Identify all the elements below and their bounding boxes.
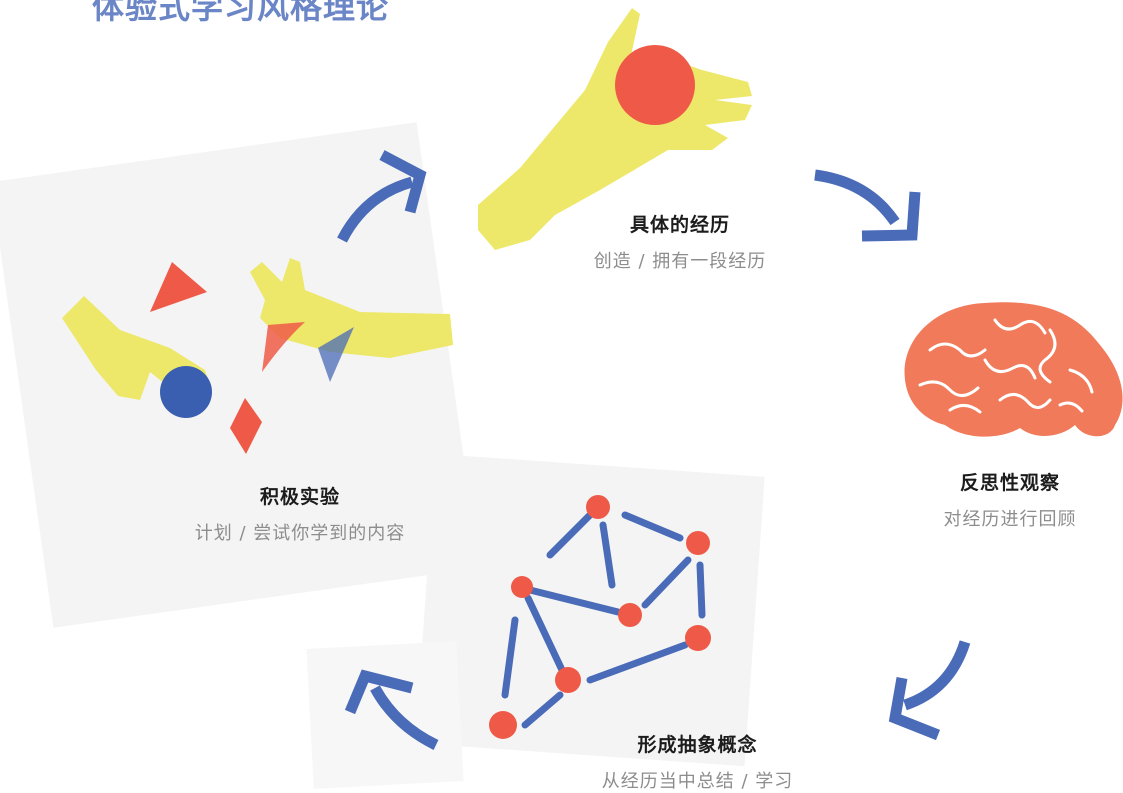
stage-concrete-experience: 具体的经历 创造 / 拥有一段经历 (555, 210, 805, 273)
network-icon (489, 495, 711, 739)
stage-active-experimentation: 积极实验 计划 / 尝试你学到的内容 (160, 482, 440, 545)
stage-abstract-conceptualization: 形成抽象概念 从经历当中总结 / 学习 (555, 730, 840, 793)
stage-subtitle: 创造 / 拥有一段经历 (593, 251, 767, 272)
arrow-to-abstract-icon (888, 640, 971, 741)
stage-reflective-observation: 反思性观察 对经历进行回顾 (890, 468, 1123, 531)
stage-title: 具体的经历 (629, 214, 730, 236)
stage-title: 反思性观察 (959, 472, 1060, 494)
stage-title: 积极实验 (259, 486, 340, 508)
brain-icon (904, 302, 1123, 437)
arrow-to-reflective-icon (814, 169, 921, 242)
stage-subtitle: 从经历当中总结 / 学习 (601, 771, 794, 792)
arrow-to-active-icon (344, 669, 439, 750)
hands-shapes-icon (62, 258, 453, 454)
stage-subtitle: 对经历进行回顾 (943, 509, 1077, 530)
stage-subtitle: 计划 / 尝试你学到的内容 (194, 523, 406, 544)
hand-holding-ball-icon (478, 8, 752, 250)
stage-title: 形成抽象概念 (637, 734, 758, 756)
arrow-to-concrete-icon (337, 150, 427, 243)
page-title: 体验式学习风格理论 (92, 0, 390, 26)
